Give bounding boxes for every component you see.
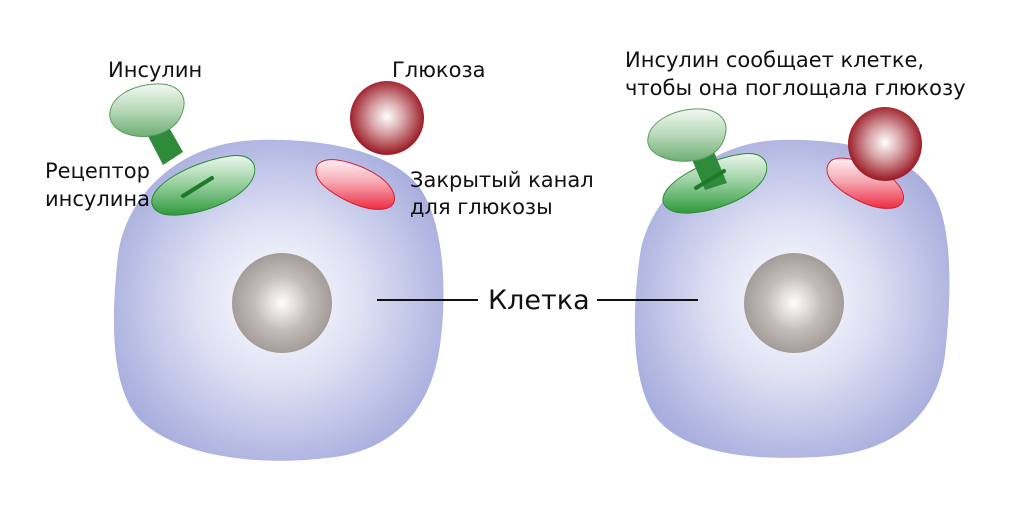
right-cell-group — [634, 107, 950, 458]
right-bound-insulin — [647, 108, 727, 190]
label-signal-line2: чтобы она поглощала глюкозу — [625, 76, 966, 100]
label-channel-line1: Закрытый канал — [410, 168, 594, 192]
left-insulin-receptor — [151, 155, 256, 216]
right-glucose — [848, 107, 922, 181]
left-glucose — [350, 81, 424, 155]
label-glucose: Глюкоза — [392, 58, 485, 82]
label-channel-line2: для глюкозы — [410, 195, 553, 219]
left-nucleus — [232, 253, 332, 353]
left-insulin — [109, 83, 185, 165]
label-receptor-line2: инсулина — [45, 187, 150, 211]
right-nucleus — [744, 253, 844, 353]
label-insulin: Инсулин — [108, 58, 202, 82]
label-receptor-line1: Рецептор — [45, 159, 150, 183]
label-signal-line1: Инсулин сообщает клетке, — [625, 48, 924, 72]
label-cell: Клетка — [488, 285, 590, 316]
left-glucose-channel — [315, 159, 395, 210]
left-cell-group — [109, 81, 444, 461]
